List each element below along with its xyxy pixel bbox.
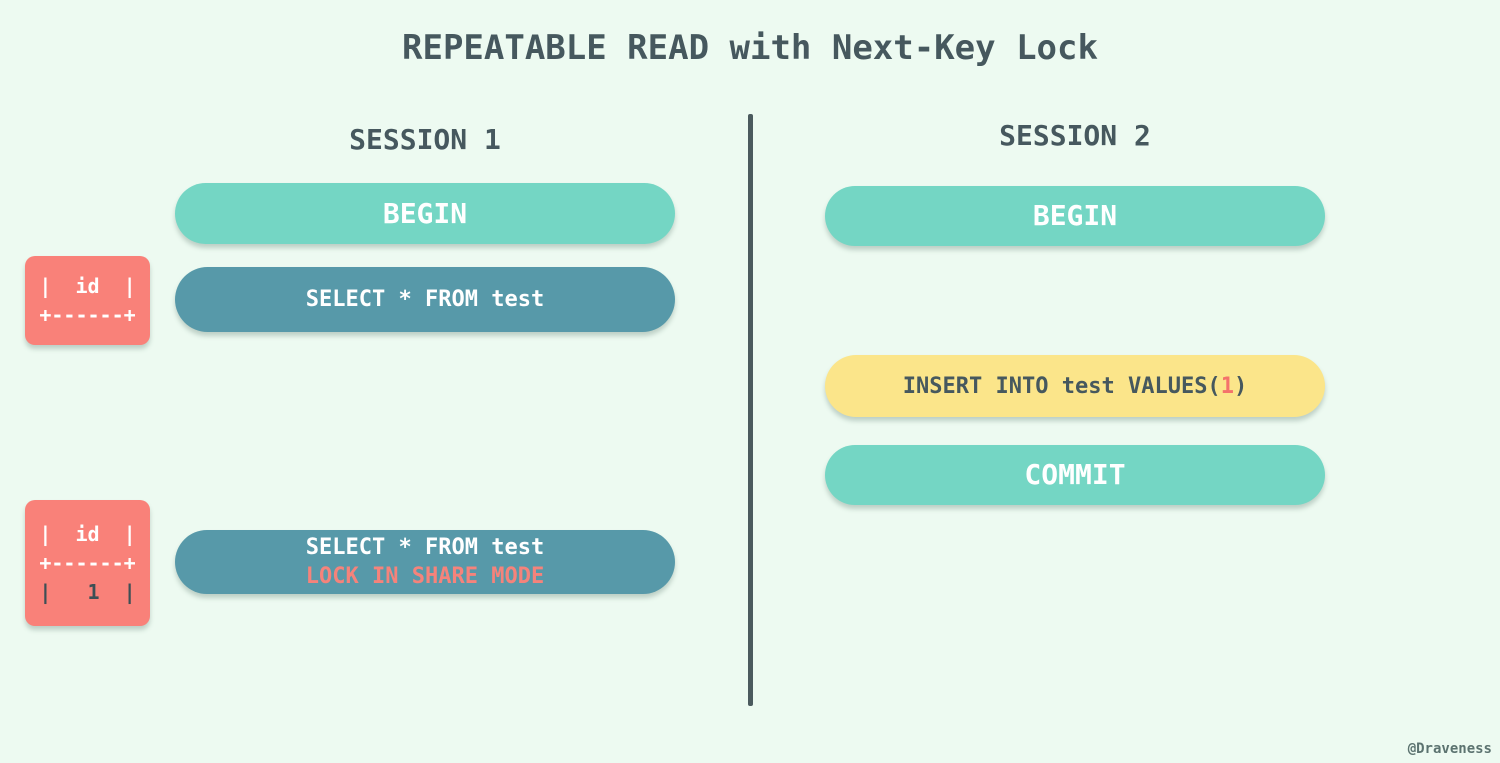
session1-select-lock-line1: SELECT * FROM test <box>305 535 545 560</box>
session1-select-label: SELECT * FROM test <box>305 287 545 312</box>
insert-statement-suffix: ) <box>1233 373 1248 399</box>
session2-insert-pill: INSERT INTO test VALUES(1) <box>825 355 1325 417</box>
result-line-separator: +------+ <box>39 550 136 575</box>
session2-insert-label: INSERT INTO test VALUES(1) <box>903 372 1247 401</box>
result-line-header: | id | <box>39 273 136 298</box>
insert-statement-prefix: INSERT INTO test VALUES( <box>902 373 1221 399</box>
session1-select-lock-pill: SELECT * FROM test LOCK IN SHARE MODE <box>175 530 675 594</box>
result-line-header: | id | <box>39 521 136 546</box>
session1-result-box-empty: | id | +------+ <box>25 256 150 345</box>
result-line-separator: +------+ <box>39 302 136 327</box>
author-signature: @Draveness <box>1407 741 1492 757</box>
result-line-row-value: | 1 | <box>39 579 136 604</box>
session1-begin-pill: BEGIN <box>175 183 675 244</box>
session2-commit-pill: COMMIT <box>825 445 1325 505</box>
diagram-title: REPEATABLE READ with Next-Key Lock <box>402 28 1098 68</box>
session-divider-line <box>748 114 753 706</box>
session2-commit-label: COMMIT <box>1024 458 1126 491</box>
session1-select-lock-line2: LOCK IN SHARE MODE <box>305 564 545 589</box>
session1-begin-label: BEGIN <box>382 196 468 230</box>
session2-begin-label: BEGIN <box>1032 199 1118 232</box>
session2-header: SESSION 2 <box>999 119 1151 152</box>
insert-statement-value: 1 <box>1220 373 1234 399</box>
session2-begin-pill: BEGIN <box>825 186 1325 246</box>
session1-header: SESSION 1 <box>349 123 501 156</box>
session1-select-pill: SELECT * FROM test <box>175 267 675 332</box>
session1-result-box-with-row: | id | +------+ | 1 | <box>25 500 150 626</box>
